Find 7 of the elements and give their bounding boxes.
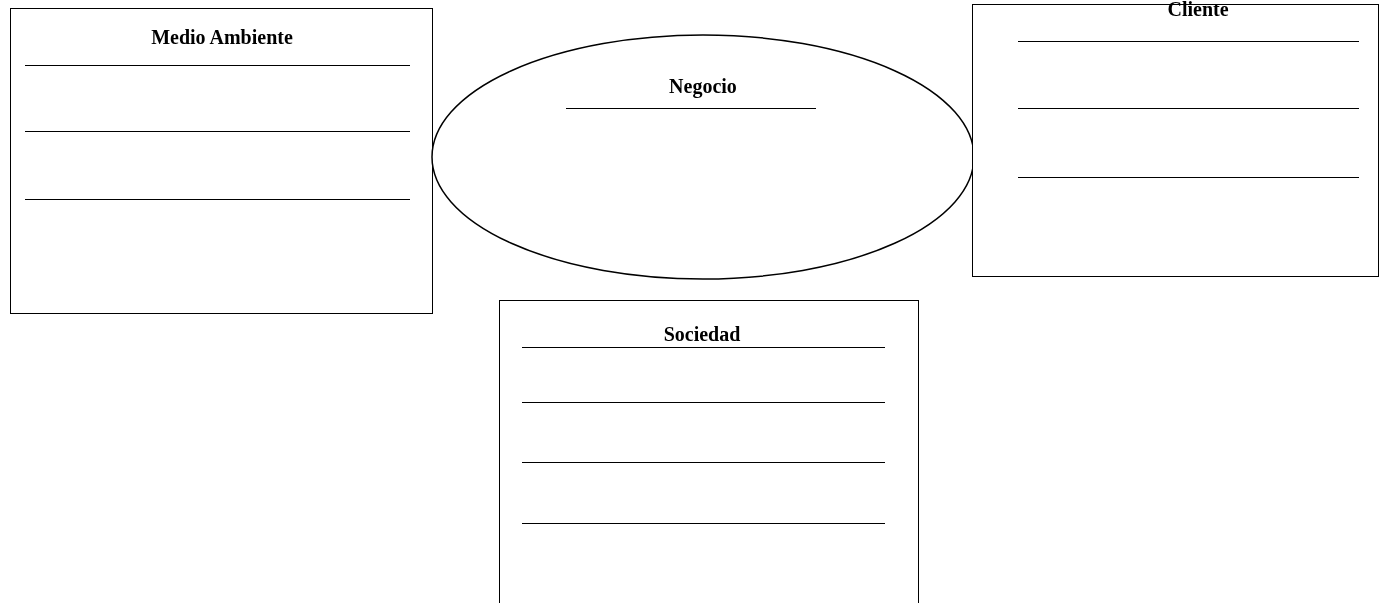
ellipse-shape — [431, 34, 975, 280]
heading: Cliente — [1167, 0, 1229, 20]
heading: Negocio — [669, 75, 737, 97]
text-box — [499, 300, 919, 603]
text-box — [10, 8, 433, 314]
heading: Medio Ambiente — [151, 26, 293, 48]
heading: Sociedad — [663, 323, 741, 345]
